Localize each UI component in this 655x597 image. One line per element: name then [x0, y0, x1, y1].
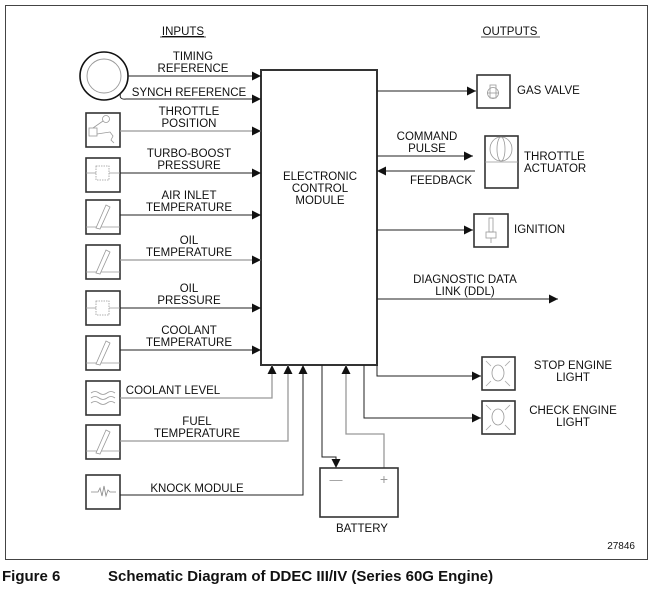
throttle-actuator-label-1: THROTTLE	[524, 151, 585, 163]
spark-plug-icon	[473, 213, 509, 248]
air-inlet-temp-label-2: TEMPERATURE	[146, 202, 232, 214]
throttle-actuator-icon	[484, 135, 519, 189]
lamp-icon	[481, 400, 516, 435]
thermometer-icon	[85, 244, 121, 280]
outputs-heading: OUTPUTS	[483, 26, 538, 38]
diagram-frame	[5, 5, 648, 560]
check-engine-light-line	[363, 365, 481, 423]
feedback-label: FEEDBACK	[410, 175, 472, 187]
knock-module-line	[120, 365, 308, 496]
oil-pressure-label-1: OIL	[180, 283, 199, 295]
throttle-pedal-icon	[85, 112, 121, 148]
battery-ground-line	[321, 365, 341, 468]
timing-label-1: TIMING	[173, 51, 213, 63]
oil-pressure-label-2: PRESSURE	[157, 295, 221, 307]
gas-valve-icon	[476, 74, 511, 109]
oil-temp-label-1: OIL	[180, 235, 199, 247]
coolant-level-line	[120, 365, 277, 399]
coolant-level-icon	[85, 380, 121, 416]
ecm-box	[260, 69, 378, 366]
ecm-label-1: ELECTRONIC	[283, 171, 357, 183]
timing-label-2: REFERENCE	[158, 63, 229, 75]
throttle-position-label-2: POSITION	[162, 118, 217, 130]
lamp-icon	[481, 356, 516, 391]
fuel-temp-line	[120, 365, 293, 442]
knock-wave-icon	[85, 474, 121, 510]
fuel-temp-label-2: TEMPERATURE	[154, 428, 240, 440]
coolant-temp-label-2: TEMPERATURE	[146, 337, 232, 349]
check-engine-light-label-2: LIGHT	[556, 417, 590, 429]
throttle-position-label-1: THROTTLE	[159, 106, 220, 118]
pressure-sensor-icon	[85, 290, 121, 326]
stop-engine-light-label-2: LIGHT	[556, 372, 590, 384]
stop-engine-light-line	[376, 365, 481, 381]
knock-module-label: KNOCK MODULE	[150, 483, 244, 495]
caption-number: Figure 6	[2, 568, 61, 585]
battery-icon: — +	[319, 467, 399, 518]
air-inlet-temp-label-1: AIR INLET	[162, 190, 217, 202]
fuel-temp-label-1: FUEL	[182, 416, 212, 428]
battery-minus-sign: —	[330, 472, 343, 487]
caption-title: Schematic Diagram of DDEC III/IV (Series…	[108, 568, 494, 585]
thermometer-icon	[85, 335, 121, 371]
battery-plus-sign: +	[380, 471, 388, 487]
turbo-boost-label-1: TURBO-BOOST	[147, 148, 231, 160]
battery-power-line	[341, 365, 385, 468]
figure-number: 27846	[607, 541, 635, 552]
pressure-sensor-icon	[85, 157, 121, 193]
oil-temp-label-2: TEMPERATURE	[146, 247, 232, 259]
coolant-level-label: COOLANT LEVEL	[126, 385, 221, 397]
ecm-label-2: CONTROL	[292, 183, 349, 195]
stop-engine-light-label-1: STOP ENGINE	[534, 360, 613, 372]
command-pulse-label-2: PULSE	[408, 143, 446, 155]
synch-label: SYNCH REFERENCE	[132, 87, 247, 99]
thermometer-icon	[85, 199, 121, 235]
ddl-label-1: DIAGNOSTIC DATA	[413, 274, 517, 286]
ddl-label-2: LINK (DDL)	[435, 286, 495, 298]
gas-valve-label: GAS VALVE	[517, 85, 580, 97]
thermometer-icon	[85, 424, 121, 460]
synch-signal-line	[119, 91, 261, 104]
check-engine-light-label-1: CHECK ENGINE	[529, 405, 617, 417]
turbo-boost-label-2: PRESSURE	[157, 160, 221, 172]
coolant-temp-label-1: COOLANT	[161, 325, 217, 337]
ecm-label-3: MODULE	[295, 195, 345, 207]
command-pulse-label-1: COMMAND	[397, 131, 458, 143]
inputs-heading: INPUTS	[162, 26, 205, 38]
ignition-label: IGNITION	[514, 224, 565, 236]
battery-label: BATTERY	[336, 523, 388, 535]
throttle-actuator-label-2: ACTUATOR	[524, 163, 586, 175]
